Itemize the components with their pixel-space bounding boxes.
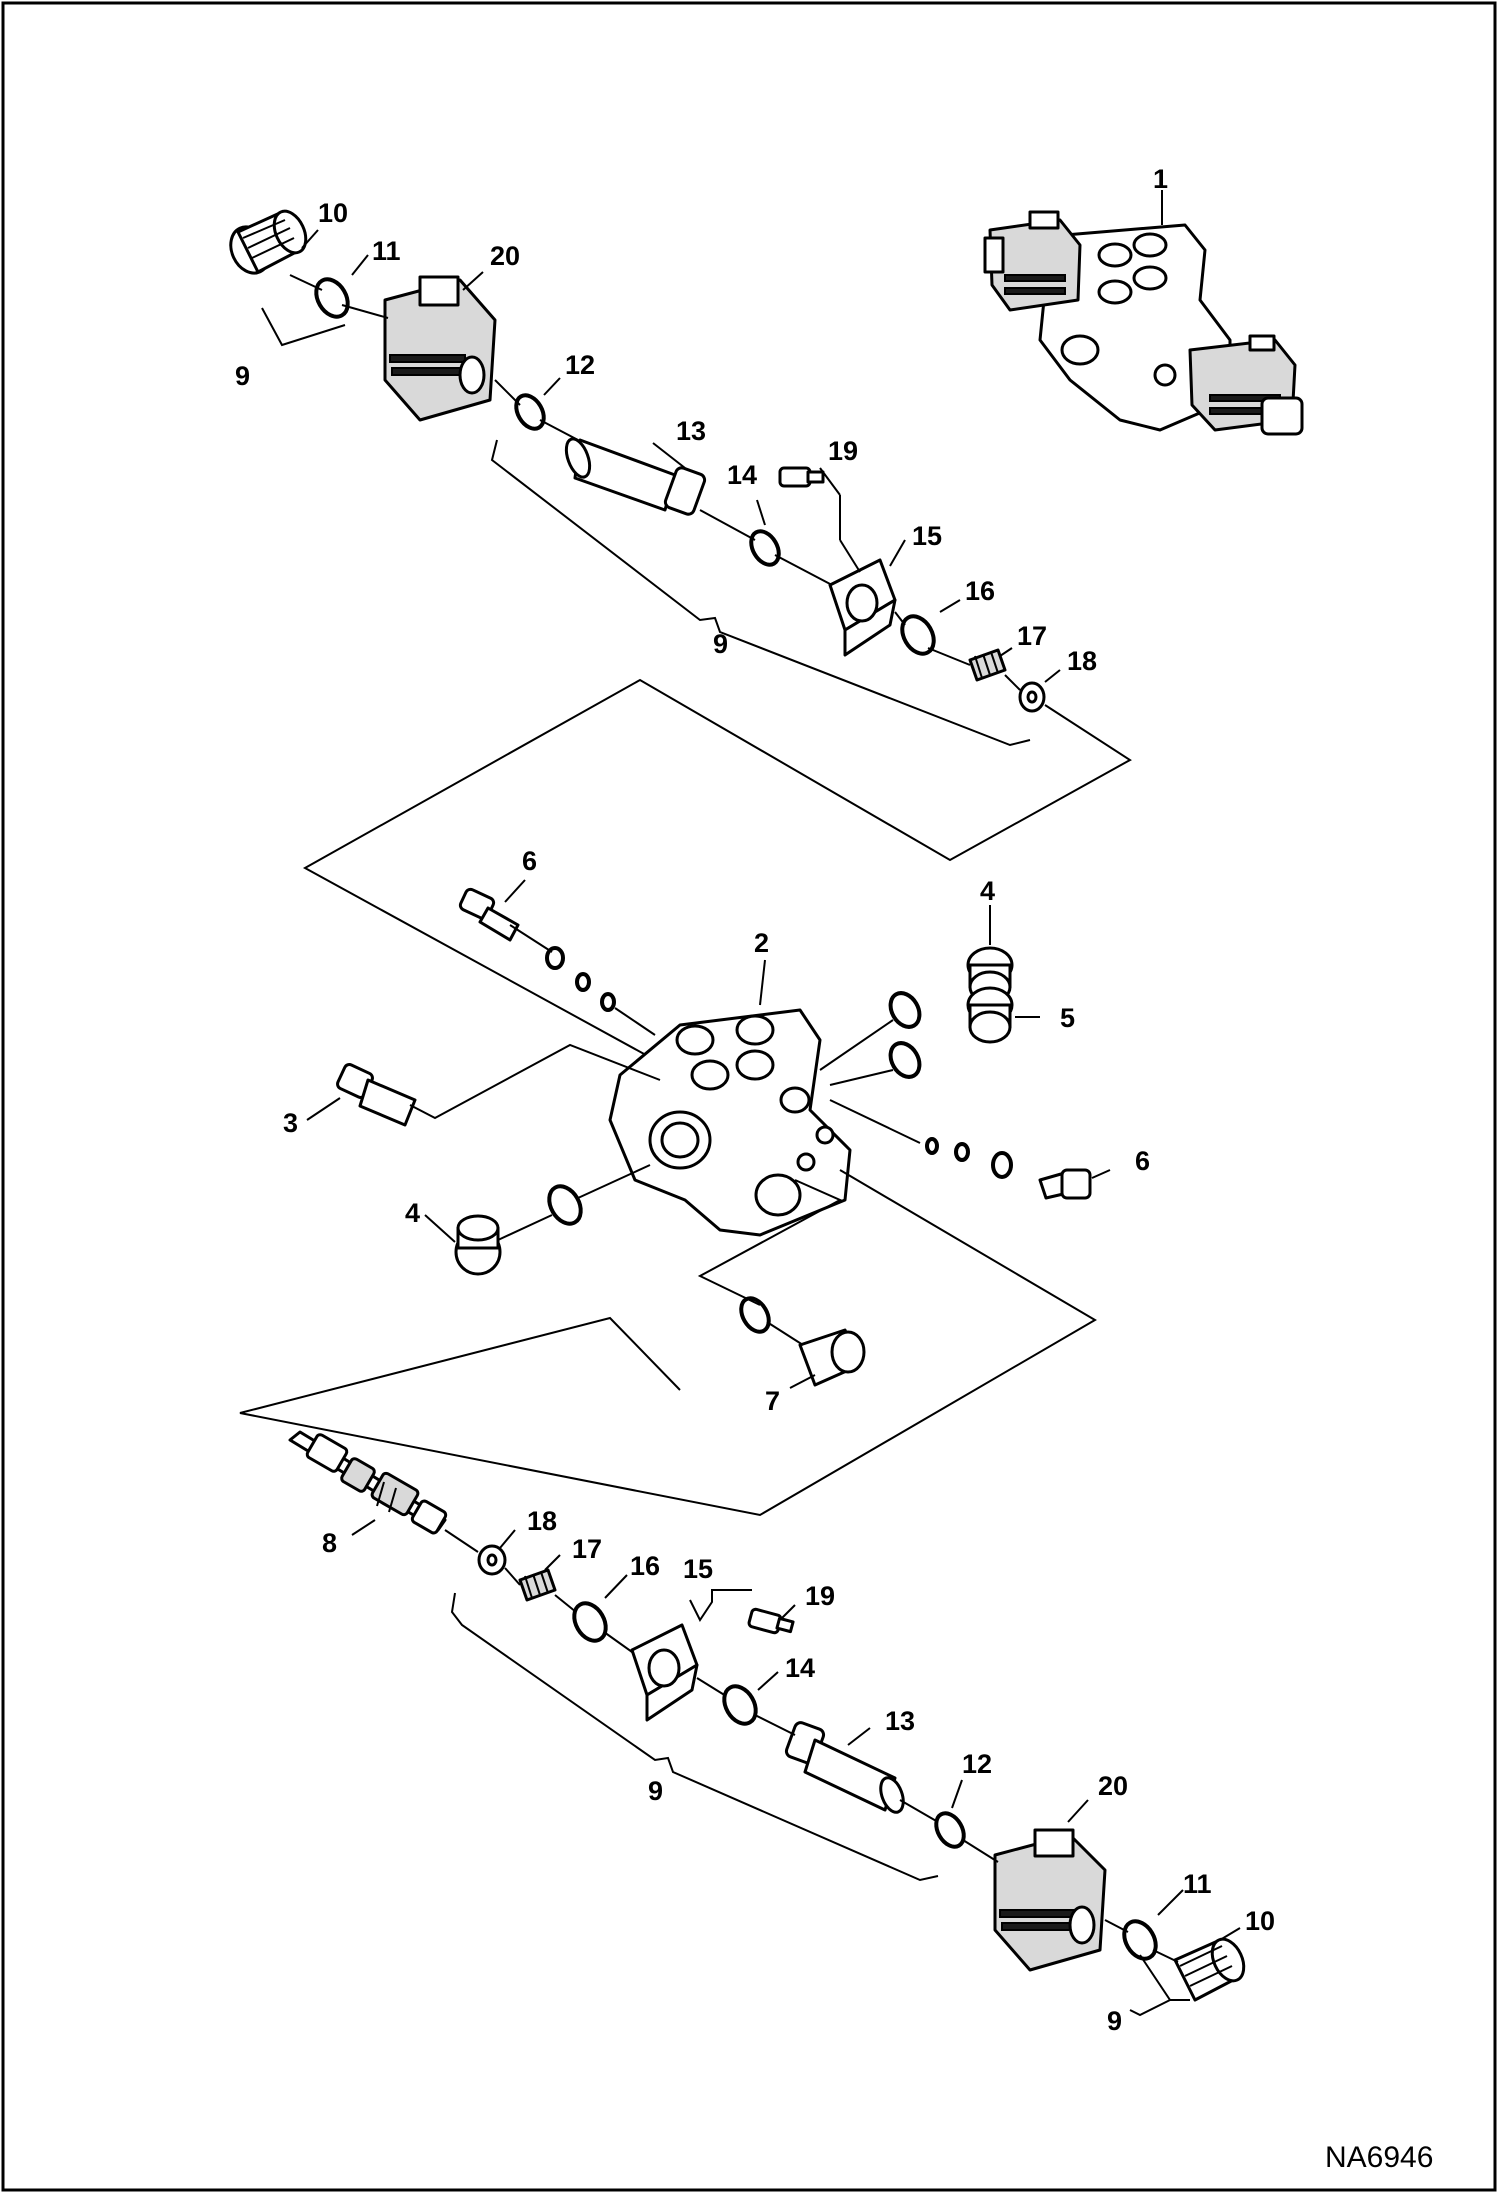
nut-10-bottom bbox=[1173, 1937, 1246, 2002]
callout-18-top: 18 bbox=[1067, 646, 1097, 676]
callout-4-right: 4 bbox=[980, 876, 995, 906]
ring-11-top bbox=[314, 277, 350, 319]
callout-20-top: 20 bbox=[490, 241, 520, 271]
nut-10-top bbox=[229, 209, 308, 275]
callout-8: 8 bbox=[322, 1528, 337, 1558]
callout-20-bottom: 20 bbox=[1098, 1771, 1128, 1801]
plate-15-bottom bbox=[630, 1623, 699, 1722]
solenoid-coil-20-bottom bbox=[993, 1828, 1107, 1972]
plug-5 bbox=[966, 986, 1014, 1044]
callout-7: 7 bbox=[765, 1386, 780, 1416]
ring-16-top bbox=[900, 614, 936, 656]
drawing-reference: NA6946 bbox=[1325, 2141, 1433, 2174]
callout-12-bottom: 12 bbox=[962, 1749, 992, 1779]
callout-2: 2 bbox=[754, 928, 769, 958]
callout-3: 3 bbox=[283, 1108, 298, 1138]
ring-11-bottom bbox=[1122, 1919, 1158, 1961]
callout-9-top-left: 9 bbox=[235, 361, 250, 391]
callout-15-top: 15 bbox=[912, 521, 942, 551]
spring-17-bottom bbox=[518, 1568, 557, 1602]
ring-4-right bbox=[888, 991, 922, 1029]
ring-12-bottom bbox=[934, 1811, 966, 1849]
callout-10-bottom: 10 bbox=[1245, 1906, 1275, 1936]
callout-17-bottom: 17 bbox=[572, 1534, 602, 1564]
plate-15-top bbox=[828, 558, 897, 657]
ring-7 bbox=[739, 1296, 771, 1334]
plug-4-left bbox=[454, 1214, 502, 1276]
callout-14-top: 14 bbox=[727, 460, 757, 490]
callout-16-bottom: 16 bbox=[630, 1551, 660, 1581]
ring-14-top bbox=[749, 529, 781, 567]
ring-12-top bbox=[514, 393, 546, 431]
callout-14-bottom: 14 bbox=[785, 1653, 815, 1683]
spool-8 bbox=[288, 1430, 448, 1535]
callout-13-top: 13 bbox=[676, 416, 706, 446]
callout-1: 1 bbox=[1153, 164, 1168, 194]
ring-16-bottom bbox=[572, 1601, 608, 1643]
callout-6-right: 6 bbox=[1135, 1146, 1150, 1176]
bolt-19-top bbox=[778, 466, 825, 488]
callout-6-left: 6 bbox=[522, 846, 537, 876]
valve-assembly-1 bbox=[983, 210, 1304, 436]
ring-4-left bbox=[547, 1184, 583, 1226]
plug-6-right bbox=[925, 1137, 1092, 1200]
callout-17-top: 17 bbox=[1017, 621, 1047, 651]
tube-13-top bbox=[564, 437, 707, 516]
spring-17-top bbox=[968, 648, 1007, 682]
callout-9-top-brace: 9 bbox=[713, 629, 728, 659]
callout-16-top: 16 bbox=[965, 576, 995, 606]
callout-9-bottom-right: 9 bbox=[1107, 2006, 1122, 2036]
ring-14-bottom bbox=[722, 1684, 758, 1726]
ring-5 bbox=[888, 1041, 922, 1079]
callout-12-top: 12 bbox=[565, 350, 595, 380]
callout-19-bottom: 19 bbox=[805, 1581, 835, 1611]
washer-18-top bbox=[1018, 681, 1046, 713]
tube-13-bottom bbox=[784, 1721, 905, 1814]
plug-6-left bbox=[458, 887, 616, 1012]
valve-body-2 bbox=[608, 1008, 852, 1237]
callout-19-top: 19 bbox=[828, 436, 858, 466]
solenoid-coil-20-top bbox=[383, 275, 497, 422]
callout-11-top: 11 bbox=[372, 236, 401, 266]
washer-18-bottom bbox=[477, 1544, 507, 1576]
callout-13-bottom: 13 bbox=[885, 1706, 915, 1736]
callout-15-bottom: 15 bbox=[683, 1554, 713, 1584]
callout-9-bottom-brace: 9 bbox=[648, 1776, 663, 1806]
callout-labels: 1 10 11 20 9 12 13 19 14 15 16 17 9 18 6… bbox=[235, 164, 1275, 2036]
callout-5: 5 bbox=[1060, 1003, 1075, 1033]
plunger-3 bbox=[336, 1063, 417, 1127]
callout-10-top: 10 bbox=[318, 198, 348, 228]
callout-11-bottom: 11 bbox=[1183, 1869, 1212, 1899]
bolt-19-bottom bbox=[747, 1607, 795, 1635]
callout-18-bottom: 18 bbox=[527, 1506, 557, 1536]
callout-4-left: 4 bbox=[405, 1198, 420, 1228]
plug-7 bbox=[798, 1328, 866, 1387]
